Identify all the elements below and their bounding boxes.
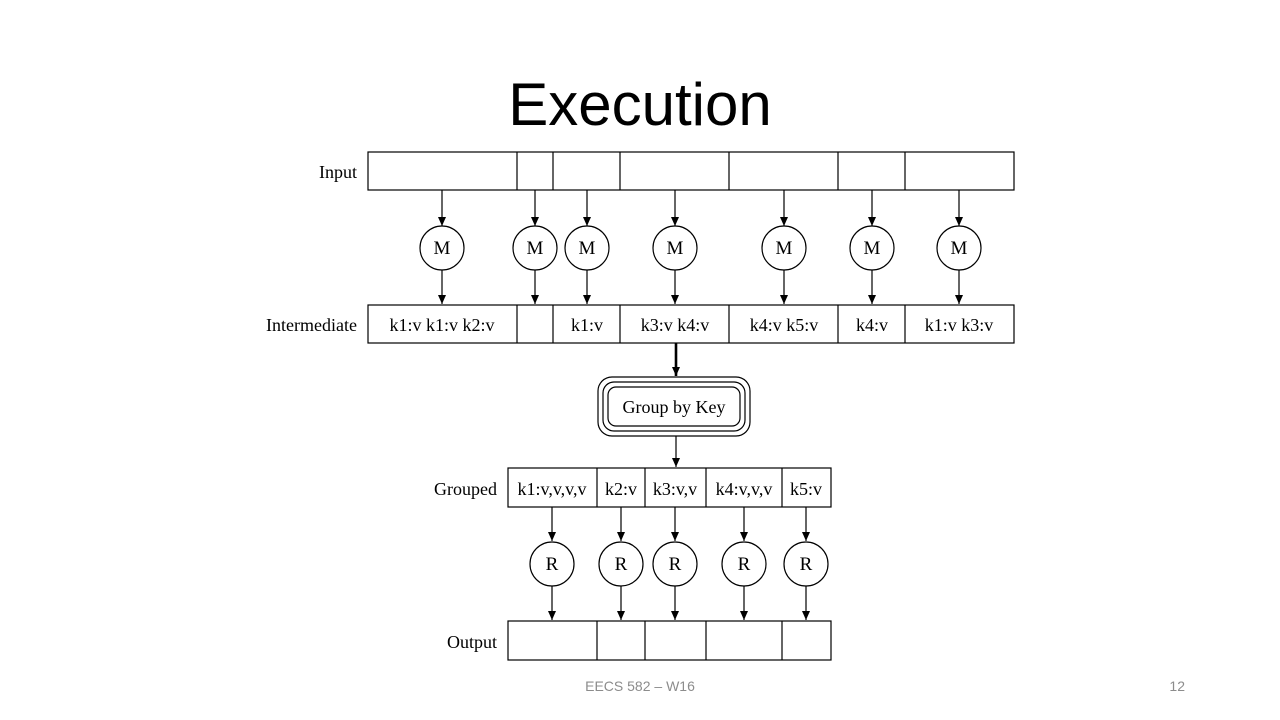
grouped-cell-text: k5:v xyxy=(790,479,822,499)
input-row xyxy=(367,151,1015,191)
intermediate-cell-text: k1:v k3:v xyxy=(925,315,994,335)
slide-title: Execution xyxy=(508,71,772,138)
intermediate-cell-text: k3:v k4:v xyxy=(641,315,710,335)
reduce-node-label: R xyxy=(800,554,813,575)
row-label-input: Input xyxy=(319,162,357,182)
group-by-key-label: Group by Key xyxy=(623,397,726,417)
map-node-label: M xyxy=(951,238,968,259)
grouped-row: k1:v,v,v,v k2:v k3:v,v k4:v,v,v k5:v xyxy=(507,467,832,508)
input-to-map-arrows xyxy=(438,190,963,226)
reduce-node-label: R xyxy=(615,554,628,575)
map-to-intermediate-arrows xyxy=(438,270,963,304)
group-node-middle-border xyxy=(602,381,746,432)
input-row-frame xyxy=(367,151,1015,191)
map-node-label: M xyxy=(579,238,596,259)
map-node-label: M xyxy=(527,238,544,259)
grouped-cell-text: k3:v,v xyxy=(653,479,697,499)
output-row xyxy=(507,620,832,661)
grouped-cell-text: k4:v,v,v xyxy=(716,479,773,499)
slide-number: 12 xyxy=(1169,678,1185,694)
group-node-outer-border xyxy=(597,376,751,437)
reduce-nodes: R R R R R xyxy=(529,541,829,587)
map-node-label: M xyxy=(667,238,684,259)
map-nodes: M M M M M M M xyxy=(419,225,982,271)
intermediate-cell-text: k4:v k5:v xyxy=(750,315,819,335)
group-node-inner-border xyxy=(607,386,741,427)
intermediate-row: k1:v k1:v k2:v k1:v k3:v k4:v k4:v k5:v … xyxy=(367,304,1015,344)
grouped-row-frame xyxy=(507,467,832,508)
reduce-node-label: R xyxy=(546,554,559,575)
grouped-cell-text: k1:v,v,v,v xyxy=(518,479,587,499)
intermediate-cell-text: k1:v xyxy=(571,315,603,335)
grouped-cell-text: k2:v xyxy=(605,479,637,499)
intermediate-row-frame xyxy=(367,304,1015,344)
row-label-intermediate: Intermediate xyxy=(266,315,357,335)
group-by-key-node xyxy=(597,376,751,437)
row-label-output: Output xyxy=(447,632,497,652)
output-row-frame xyxy=(507,620,832,661)
map-node-label: M xyxy=(864,238,881,259)
map-node-label: M xyxy=(434,238,451,259)
row-label-grouped: Grouped xyxy=(434,479,497,499)
reduce-to-output-arrows xyxy=(548,586,810,620)
grouped-to-reduce-arrows xyxy=(548,507,810,541)
map-node-label: M xyxy=(776,238,793,259)
reduce-node-label: R xyxy=(669,554,682,575)
reduce-node-label: R xyxy=(738,554,751,575)
intermediate-cell-text: k1:v k1:v k2:v xyxy=(389,315,494,335)
intermediate-cell-text: k4:v xyxy=(856,315,888,335)
slide-footer: EECS 582 – W16 xyxy=(585,678,695,694)
